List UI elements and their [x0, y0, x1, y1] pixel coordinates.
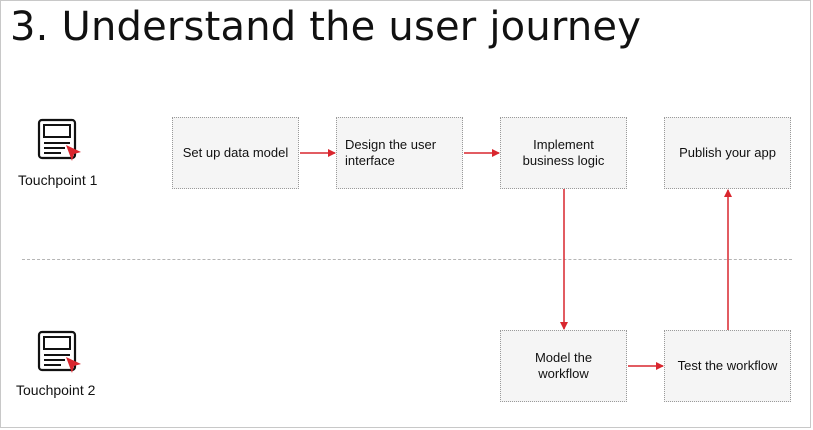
step-label: Set up data model	[182, 145, 289, 160]
step-label: Design the user interface	[345, 137, 437, 168]
form-cursor-icon	[37, 118, 83, 164]
step-label: Publish your app	[679, 145, 776, 160]
step-label: Implement business logic	[522, 137, 605, 168]
step-publish-app: Publish your app	[664, 117, 791, 189]
form-cursor-icon	[37, 330, 83, 376]
step-implement-logic: Implement business logic	[500, 117, 627, 189]
touchpoint-divider	[22, 259, 792, 260]
step-label: Model the workflow	[534, 350, 593, 381]
step-test-workflow: Test the workflow	[664, 330, 791, 402]
touchpoint-2-label: Touchpoint 2	[16, 382, 96, 398]
step-setup-data-model: Set up data model	[172, 117, 299, 189]
step-label: Test the workflow	[677, 358, 778, 373]
step-design-interface: Design the user interface	[336, 117, 463, 189]
page-title: 3. Understand the user journey	[10, 4, 642, 50]
step-model-workflow: Model the workflow	[500, 330, 627, 402]
touchpoint-1-label: Touchpoint 1	[18, 172, 98, 188]
